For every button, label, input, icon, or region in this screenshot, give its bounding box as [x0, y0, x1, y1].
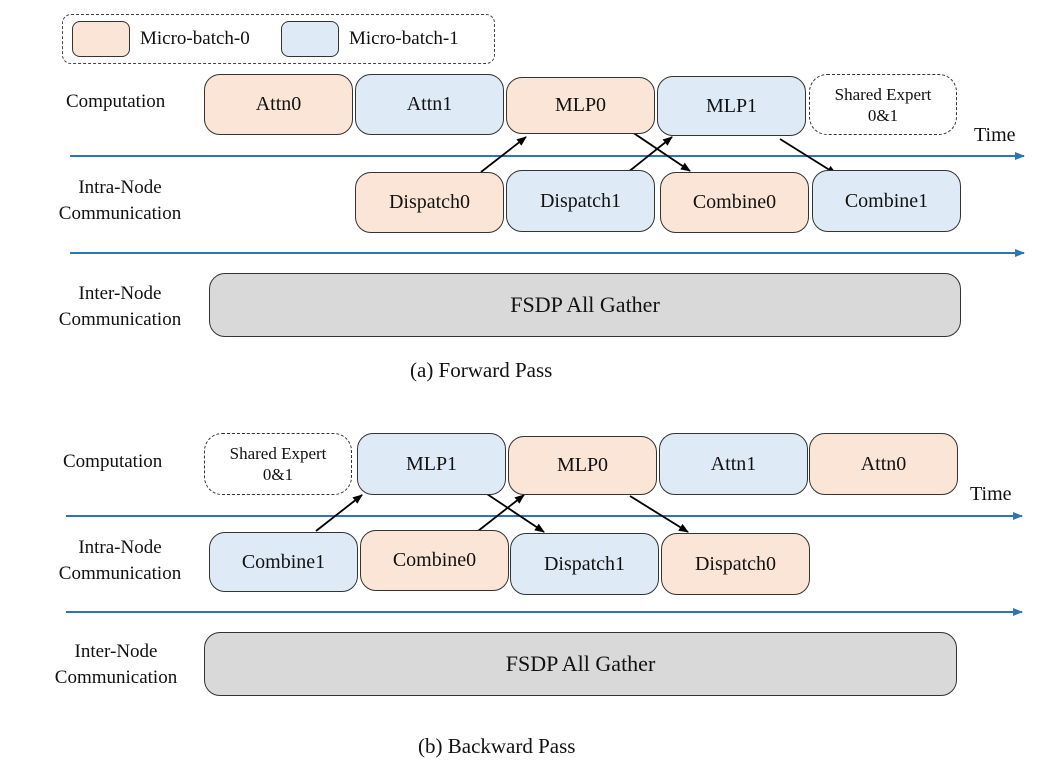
backward-block-combine0: Combine0 [360, 530, 509, 591]
backward-time-label: Time [970, 483, 1012, 505]
arrow-dispatch0-to-mlp0 [480, 136, 527, 173]
forward-block-attn0: Attn0 [204, 74, 353, 135]
legend: Micro-batch-0 Micro-batch-1 [62, 14, 495, 64]
arrow-mlp1-to-dispatch1 [486, 493, 545, 533]
backward-row-label-inter-line1: Inter-Node [74, 641, 158, 662]
forward-block-dispatch1: Dispatch1 [506, 170, 655, 232]
forward-caption: (a) Forward Pass [410, 358, 553, 382]
backward-block-dispatch1: Dispatch1 [510, 533, 659, 595]
arrow-combine1-to-mlp1 [315, 494, 363, 532]
arrow-mlp0-to-combine0 [631, 131, 691, 172]
backward-row-label-intra: Intra-Node Communication [50, 535, 190, 587]
forward-block-combine1: Combine1 [812, 170, 961, 232]
forward-block-mlp1: MLP1 [657, 76, 806, 136]
forward-block-combine0: Combine0 [660, 172, 809, 233]
legend-label-micro-batch-0: Micro-batch-0 [140, 28, 250, 49]
forward-block-dispatch0: Dispatch0 [355, 172, 504, 233]
arrow-mlp0-to-dispatch0 [629, 495, 689, 533]
forward-row-label-computation: Computation [66, 91, 166, 112]
backward-block-mlp1: MLP1 [357, 433, 506, 495]
arrow-mlp1-to-combine1 [779, 138, 837, 175]
forward-row-label-inter-line1: Inter-Node [78, 283, 162, 304]
forward-row-label-intra-line2: Communication [58, 203, 182, 224]
legend-swatch-micro-batch-0 [72, 21, 130, 57]
backward-block-combine1: Combine1 [209, 532, 358, 592]
backward-shared-expert-line1: Shared Expert [229, 444, 327, 463]
backward-row-label-inter-line2: Communication [54, 667, 178, 688]
legend-swatch-micro-batch-1 [281, 21, 339, 57]
forward-block-fsdp-all-gather: FSDP All Gather [209, 273, 961, 337]
forward-time-label: Time [974, 124, 1016, 146]
forward-row-label-intra-line1: Intra-Node [78, 177, 162, 198]
backward-block-dispatch0: Dispatch0 [661, 533, 810, 595]
backward-block-fsdp-all-gather: FSDP All Gather [204, 632, 957, 696]
backward-shared-expert-line2: 0&1 [262, 465, 294, 484]
forward-block-mlp0: MLP0 [506, 77, 655, 134]
backward-caption: (b) Backward Pass [418, 734, 576, 758]
arrow-combine0-to-mlp0 [477, 494, 525, 532]
backward-row-label-intra-line2: Communication [58, 563, 182, 584]
forward-row-label-inter: Inter-Node Communication [50, 281, 190, 333]
forward-shared-expert-line1: Shared Expert [834, 84, 932, 104]
backward-row-label-inter: Inter-Node Communication [46, 639, 186, 691]
forward-block-attn1: Attn1 [355, 74, 504, 135]
arrow-dispatch1-to-mlp1 [626, 136, 673, 174]
legend-label-micro-batch-1: Micro-batch-1 [349, 28, 459, 49]
forward-shared-expert-line2: 0&1 [867, 105, 899, 125]
forward-row-label-intra: Intra-Node Communication [50, 175, 190, 227]
backward-block-attn0: Attn0 [809, 433, 958, 495]
backward-block-attn1: Attn1 [659, 433, 808, 495]
backward-row-label-computation: Computation [63, 451, 163, 472]
forward-row-label-inter-line2: Communication [58, 309, 182, 330]
backward-row-label-intra-line1: Intra-Node [78, 537, 162, 558]
backward-block-shared-expert: Shared Expert 0&1 [204, 433, 352, 495]
forward-block-shared-expert: Shared Expert 0&1 [809, 74, 957, 135]
backward-block-mlp0: MLP0 [508, 436, 657, 495]
